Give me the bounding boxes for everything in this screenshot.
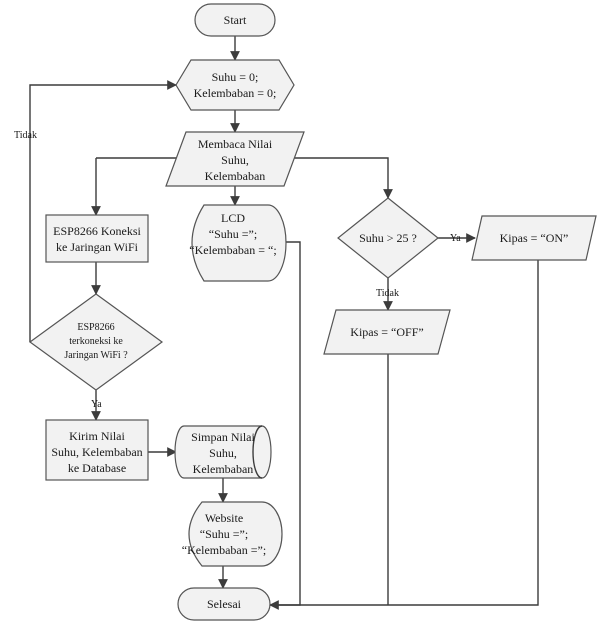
website-line-1: Website [205, 511, 243, 525]
init-line-2: Kelembaban = 0; [194, 86, 277, 100]
read-node: Membaca Nilai Suhu, Kelembaban [165, 131, 305, 187]
lcd-line-1: LCD [221, 211, 245, 225]
esp-connect-node: ESP8266 Koneksi ke Jaringan WiFi [45, 214, 149, 263]
fan-off-node: Kipas = “OFF” [323, 309, 451, 355]
read-line-3: Kelembaban [205, 169, 266, 183]
edge-labels: Tidak Ya Ya Tidak [14, 130, 461, 410]
esp-check-line-3: Jaringan WiFi ? [64, 350, 128, 361]
end-node: Selesai [177, 587, 271, 621]
temp-check-label: Suhu > 25 ? [359, 231, 417, 245]
send-line-3: ke Database [68, 461, 126, 475]
fan-off-label: Kipas = “OFF” [350, 325, 423, 339]
store-line-3: Kelembaban [193, 462, 254, 476]
esp-check-node: ESP8266 terkoneksi ke Jaringan WiFi ? [28, 293, 164, 391]
start-node: Start [194, 3, 276, 37]
esp-check-line-1: ESP8266 [77, 322, 114, 333]
fan-on-label: Kipas = “ON” [500, 231, 569, 245]
temp-check-node: Suhu > 25 ? [337, 197, 439, 279]
init-node: Suhu = 0; Kelembaban = 0; [175, 59, 295, 111]
store-line-2: Suhu, [209, 446, 237, 460]
lcd-line-2: “Suhu =”; [209, 227, 257, 241]
store-line-1: Simpan Nilai [191, 430, 255, 444]
label-yes-on: Ya [450, 233, 461, 244]
esp-connect-line-1: ESP8266 Koneksi [53, 224, 141, 238]
fan-on-node: Kipas = “ON” [471, 215, 597, 261]
label-no-off: Tidak [376, 288, 399, 299]
send-line-2: Suhu, Kelembaban [51, 445, 142, 459]
edge-check-loop [29, 80, 177, 342]
read-line-1: Membaca Nilai [198, 137, 273, 151]
label-no-loop: Tidak [14, 130, 37, 141]
website-node: Website “Suhu =”; “Kelembaban =”; [182, 501, 283, 567]
label-yes-send: Ya [91, 399, 102, 410]
send-line-1: Kirim Nilai [69, 429, 125, 443]
edge-on-end [270, 260, 539, 606]
init-line-1: Suhu = 0; [212, 70, 259, 84]
esp-check-line-2: terkoneksi ke [69, 336, 123, 347]
lcd-node: LCD “Suhu =”; “Kelembaban = “; [189, 204, 287, 282]
read-line-2: Suhu, [221, 153, 249, 167]
esp-connect-line-2: ke Jaringan WiFi [56, 240, 139, 254]
website-line-3: “Kelembaban =”; [182, 543, 266, 557]
lcd-line-3: “Kelembaban = “; [189, 243, 276, 257]
end-label: Selesai [207, 597, 242, 611]
website-line-2: “Suhu =”; [200, 527, 248, 541]
connectors [29, 36, 539, 610]
start-label: Start [224, 13, 247, 27]
send-node: Kirim Nilai Suhu, Kelembaban ke Database [45, 419, 149, 481]
edge-read-temp [294, 157, 393, 199]
store-node: Simpan Nilai Suhu, Kelembaban [174, 425, 272, 479]
